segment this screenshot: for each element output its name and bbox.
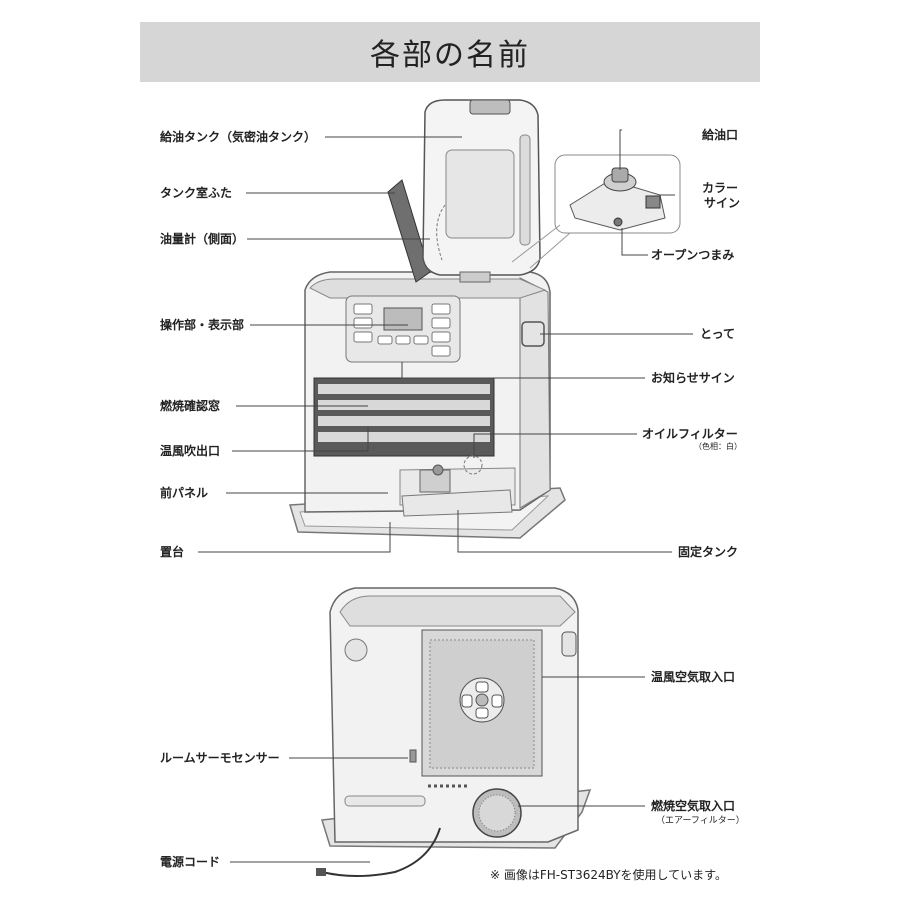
label-warm-air-outlet: 温風吹出口 [160,444,221,458]
title-banner: 各部の名前 [140,22,760,82]
label-power-cord: 電源コード [160,855,221,869]
label-fixed-tank: 固定タンク [678,545,739,559]
back-heater [316,587,592,877]
label-color-sign-1: カラー [702,181,739,195]
label-warm-air-intake: 温風空気取入口 [651,670,736,684]
label-combustion-window: 燃焼確認窓 [160,399,221,413]
label-tank-cover: タンク室ふた [160,186,233,200]
label-tank: 給油タンク（気密油タンク） [160,130,317,144]
label-fill-port: 給油口 [702,128,739,142]
label-notice-sign: お知らせサイン [651,371,735,385]
label-oil-filter: オイルフィルター [642,427,738,441]
leader-lines [198,129,693,863]
label-oil-filter-note: （色相：白） [694,442,742,451]
label-front-panel: 前パネル [160,486,209,500]
label-controls: 操作部・表示部 [160,318,245,332]
label-color-sign-2: サイン [704,196,741,210]
label-room-sensor: ルームサーモセンサー [160,751,280,765]
page-title: 各部の名前 [370,38,530,73]
label-air-filter-note: （エアーフィルター） [656,816,745,826]
label-handle: とって [700,327,736,341]
footnote: ※ 画像はFH-ST3624BYを使用しています。 [490,868,727,882]
label-open-knob: オープンつまみ [651,248,735,262]
label-combustion-air-intake: 燃焼空気取入口 [651,799,736,813]
front-heater [289,99,681,539]
label-fuel-gauge: 油量計（側面） [160,232,245,246]
label-base: 置台 [160,545,185,559]
